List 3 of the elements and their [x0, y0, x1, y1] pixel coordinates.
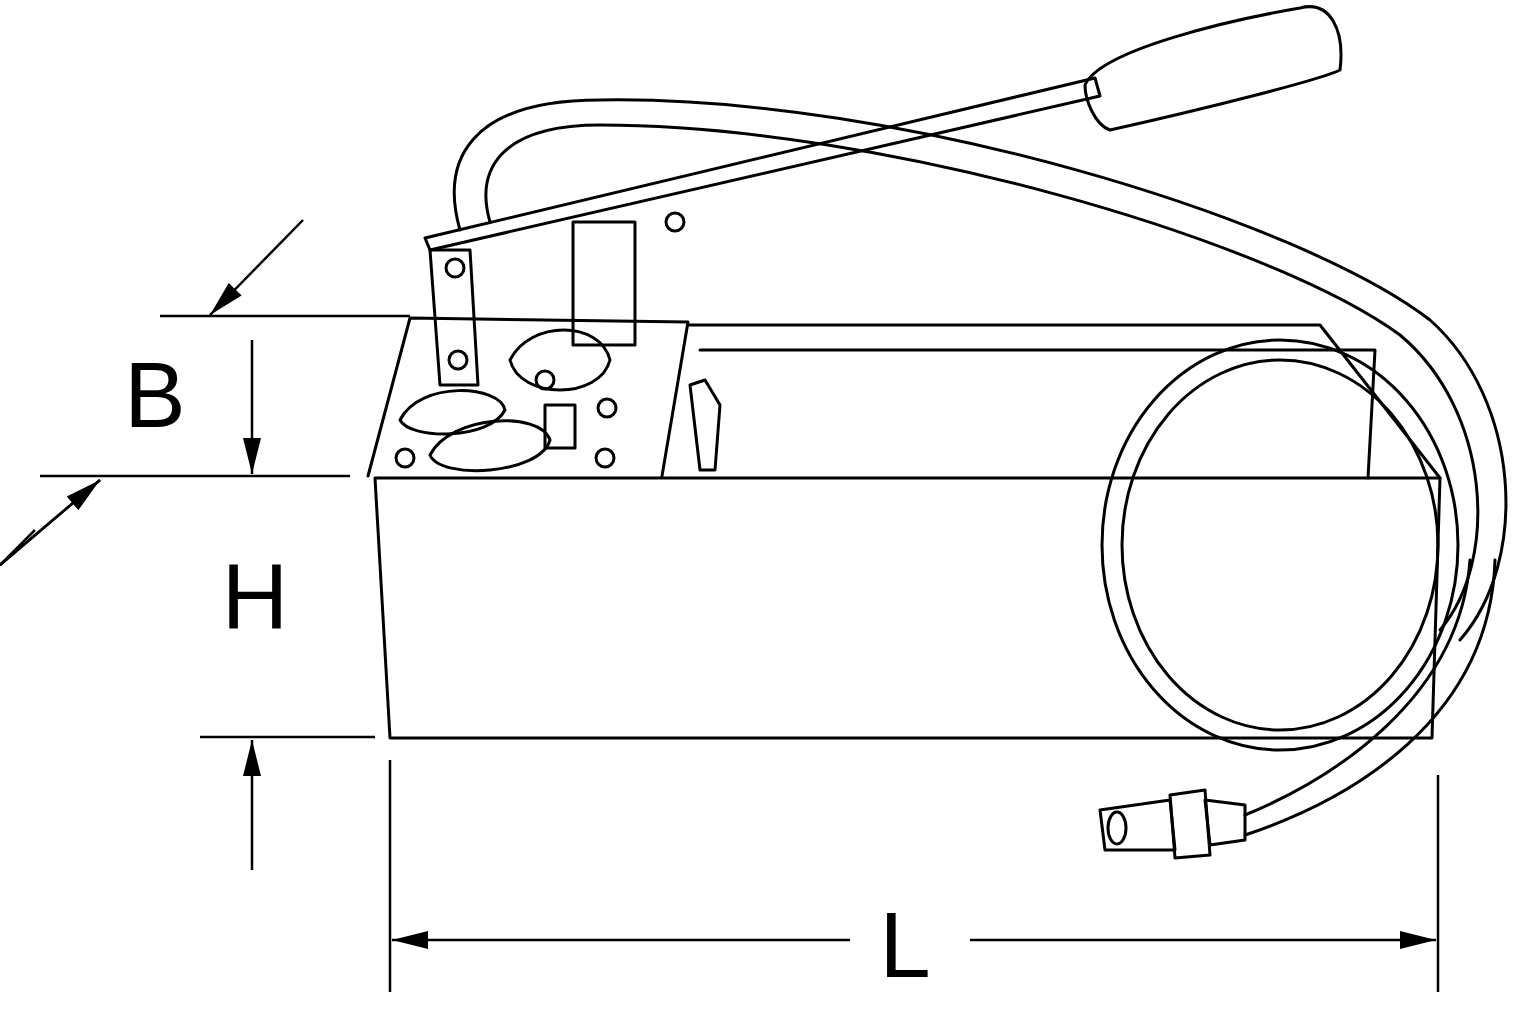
dimension-label: L: [879, 899, 931, 991]
dimension-label: B: [124, 349, 186, 441]
dimension-label: H: [221, 551, 289, 643]
